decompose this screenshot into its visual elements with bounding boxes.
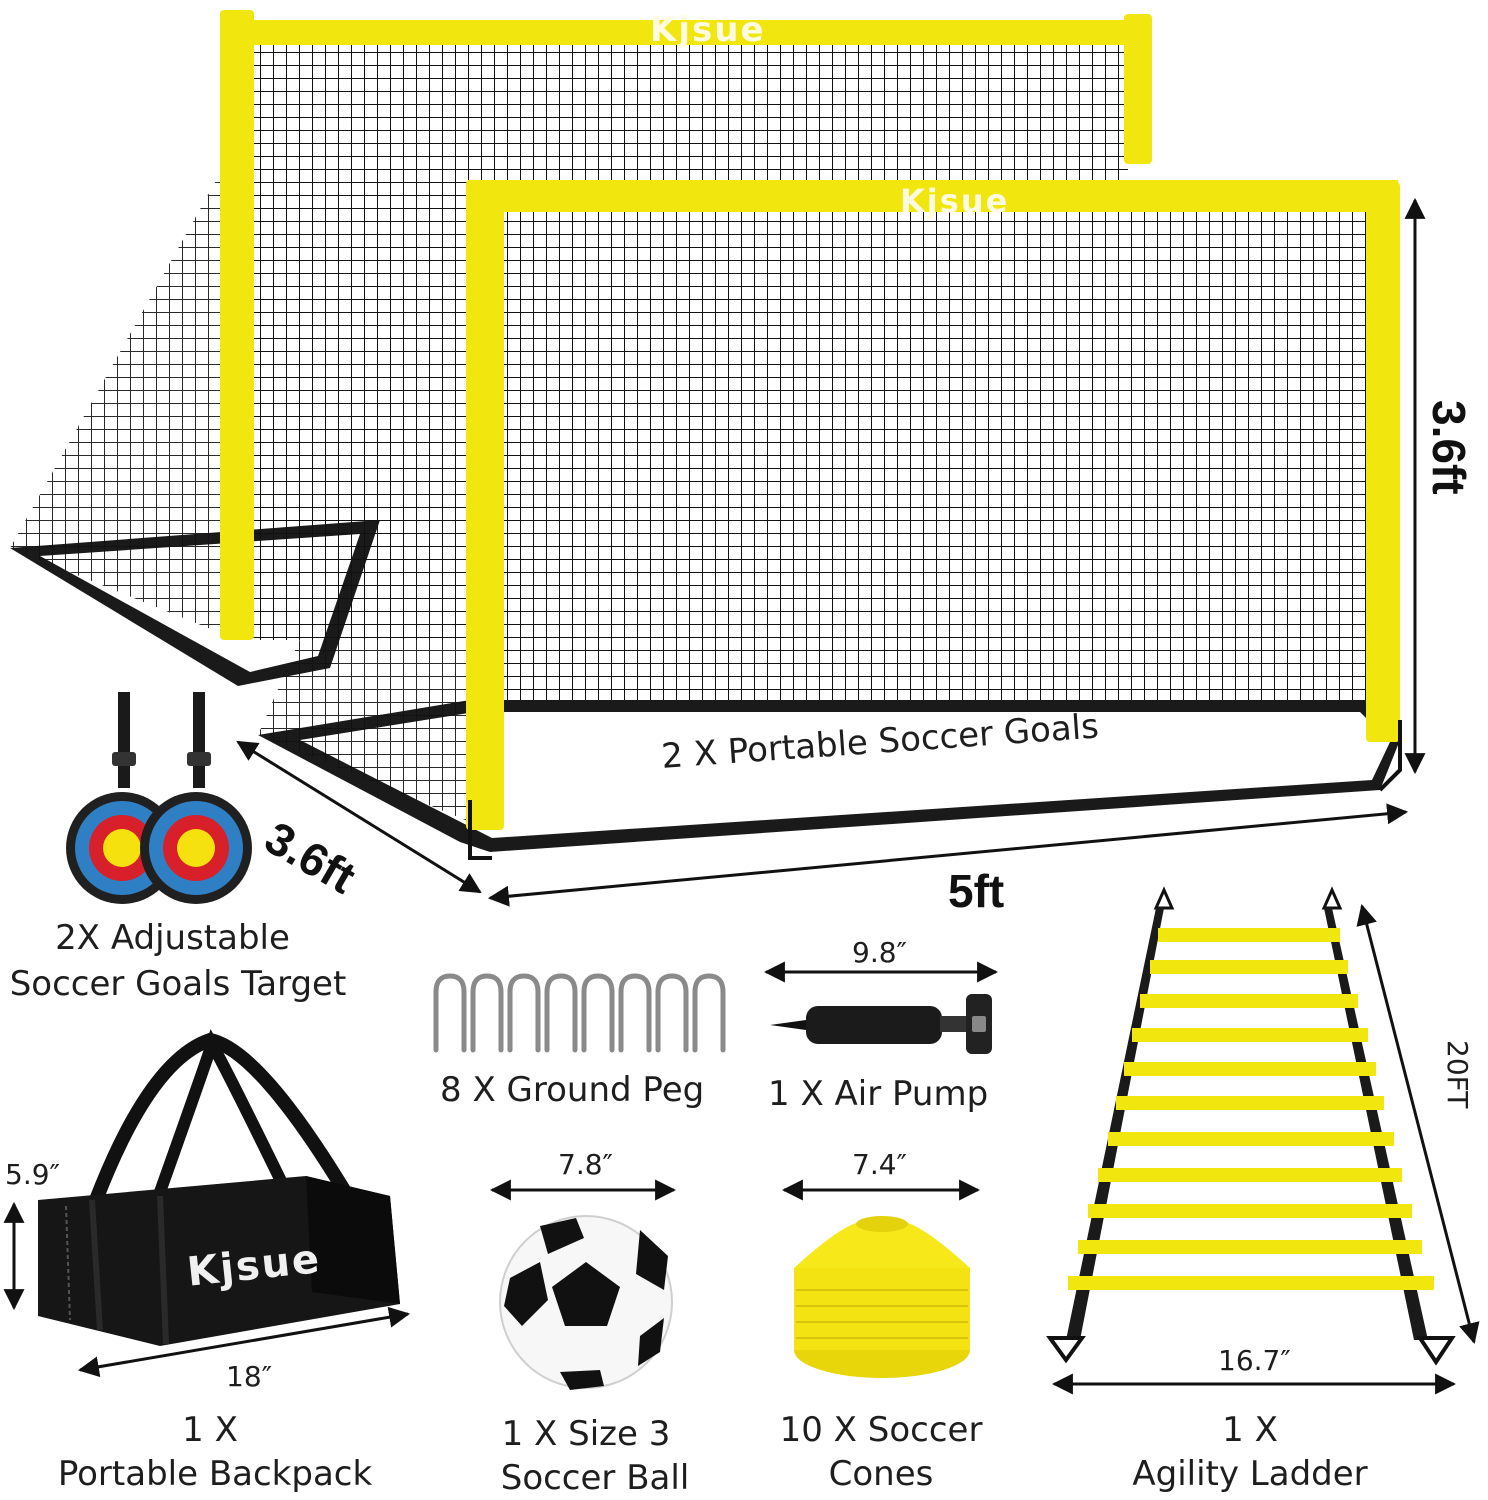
- backpack-illustration: [3, 1029, 411, 1378]
- goal-width-label: 5ft: [948, 865, 1005, 917]
- ball-label-line2: Soccer Ball: [500, 1458, 690, 1498]
- cones-diameter-label: 7.4″: [852, 1148, 907, 1181]
- targets-illustration: [66, 692, 252, 904]
- backpack-length-arrow: [77, 1306, 411, 1378]
- ladder-width-label: 16.7″: [1218, 1344, 1291, 1377]
- front-goal: [258, 180, 1402, 860]
- ladder-length-label: 20FT: [1441, 1040, 1474, 1109]
- target-label-line2: Soccer Goals Target: [9, 964, 347, 1004]
- ground-pegs-illustration: [433, 973, 726, 1053]
- front-goal-left-post: [466, 180, 504, 830]
- pump-label: 1 X Air Pump: [768, 1074, 989, 1114]
- cones-label-line2: Cones: [828, 1454, 934, 1494]
- agility-ladder-illustration: [1046, 886, 1480, 1395]
- brand-logo-front-goal: Kjsue: [900, 182, 1010, 220]
- ladder-length-arrow: [1356, 903, 1480, 1345]
- ladder-label-line1: 1 X: [1222, 1410, 1278, 1450]
- back-goal-crossbar: [222, 20, 1152, 45]
- soccer-ball-illustration: [489, 1179, 677, 1390]
- ball-diameter-label: 7.8″: [558, 1148, 613, 1181]
- goal-width-arrow: [487, 803, 1409, 907]
- front-goal-right-post: [1366, 182, 1400, 742]
- goal-height-label: 3.6ft: [1423, 400, 1475, 495]
- front-goal-crossbar: [468, 180, 1398, 212]
- back-goal-left-post: [220, 10, 254, 640]
- cones-label-line1: 10 X Soccer: [779, 1410, 983, 1450]
- cones-illustration: [781, 1179, 981, 1378]
- target-label-line1: 2X Adjustable: [55, 918, 290, 958]
- brand-logo-back-goal: Kjsue: [650, 10, 766, 50]
- air-pump-illustration: [763, 961, 999, 1054]
- target-right: [140, 792, 252, 904]
- backpack-label-line1: 1 X: [182, 1410, 238, 1450]
- goal-depth-arrow: [236, 740, 482, 894]
- ladder-label-line2: Agility Ladder: [1132, 1454, 1368, 1494]
- ball-label-line1: 1 X Size 3: [501, 1414, 671, 1454]
- backpack-label-line2: Portable Backpack: [57, 1454, 373, 1494]
- pegs-label: 8 X Ground Peg: [440, 1070, 705, 1110]
- backpack-height-label: 5.9″: [5, 1158, 60, 1191]
- pump-length-label: 9.8″: [852, 936, 907, 969]
- backpack-length-label: 18″: [226, 1360, 273, 1393]
